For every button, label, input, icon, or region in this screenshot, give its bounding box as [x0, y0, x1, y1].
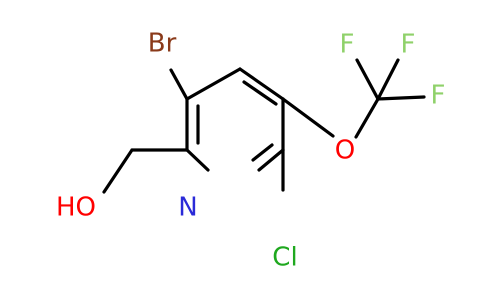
chlorine-label: Cl [272, 243, 297, 273]
fluorine-label-3: F [431, 81, 446, 111]
bond-c5-o [281, 97, 335, 138]
bond-c3-br [169, 68, 189, 101]
fluorine-label-1: F [340, 30, 355, 60]
bond-cf3-f1 [355, 58, 380, 101]
bond-cf3-f3 [376, 95, 426, 101]
bond-c6-n-inner [251, 143, 274, 162]
bond-n-c2 [185, 148, 210, 172]
hydroxyl-label: HO [56, 193, 96, 223]
nitrogen-label: N [178, 193, 197, 223]
substituent-bonds [102, 58, 426, 194]
bond-c6-n [257, 148, 285, 172]
bond-c4-c5 [238, 67, 285, 101]
bromine-label: Br [148, 29, 177, 59]
bond-o-cf3 [354, 97, 380, 139]
pyridine-ring [185, 67, 285, 172]
fluorine-label-2: F [401, 30, 416, 60]
bond-ch2-oh [102, 148, 134, 194]
bond-c4-c5-inner [242, 80, 278, 106]
bond-c3-c4 [185, 67, 242, 101]
bond-cf3-f2 [376, 58, 400, 101]
atom-labels: Br O F F F HO N Cl [56, 29, 445, 273]
ether-oxygen-label: O [335, 136, 355, 166]
